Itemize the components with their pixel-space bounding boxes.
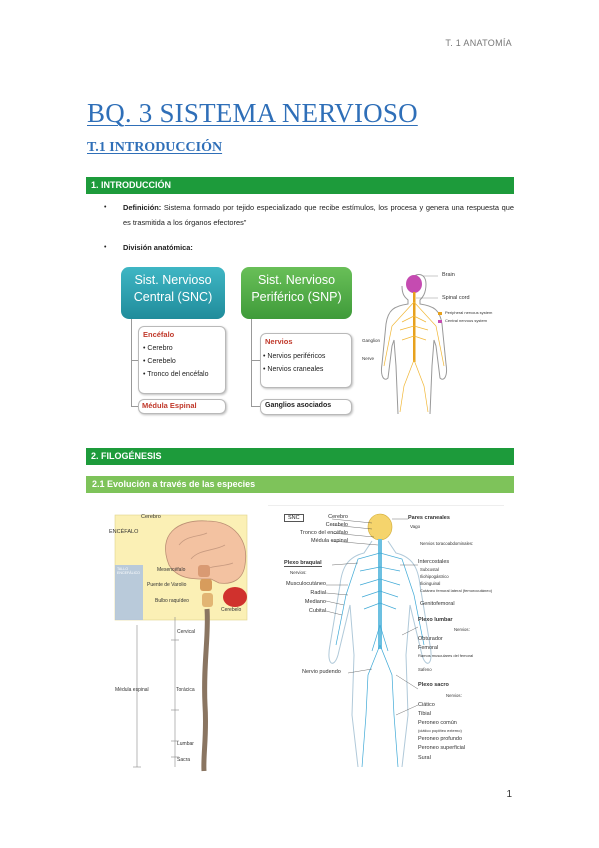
snc-label: SNC (284, 514, 304, 522)
nervios-item: • Nervios craneales (263, 366, 324, 373)
nerve-label: Genitofemoral (420, 601, 455, 607)
section-bar-introduccion: 1. INTRODUCCIÓN (86, 177, 514, 194)
nerve-label: Vago (410, 524, 421, 529)
brain-label: Bulbo raquídeo (155, 598, 189, 604)
brain-label: ENCÉFALO (109, 529, 139, 535)
bullet-icon: • (104, 204, 107, 211)
bullet-icon: • (104, 244, 107, 251)
section-label: 1. INTRODUCCIÓN (91, 180, 172, 190)
definition-term: Definición: (123, 203, 162, 212)
body-label: Brain (442, 272, 455, 278)
medula-label: Médula Espinal (142, 401, 197, 410)
nerve-label: Pares craneales (408, 515, 450, 521)
nerve-label: Radial (310, 590, 326, 596)
division-label: División anatómica: (123, 243, 193, 252)
nerve-label: Ramos musculares del femoral (418, 653, 474, 658)
encefalo-box: Encéfalo • Cerebro • Cerebelo • Tronco d… (138, 326, 226, 394)
connector-line (251, 319, 252, 407)
definition-text: Sistema formado por tejido especializado… (123, 203, 514, 227)
nerve-label: Nervio pudendo (302, 669, 341, 675)
encefalo-item: • Cerebelo (143, 358, 176, 365)
subsection-label: 2.1 Evolución a través de las especies (92, 479, 256, 489)
brain-spinal-figure: Cerebro ENCÉFALO TALLO ENCEFÁLICO Mesenc… (107, 505, 256, 773)
connector-line (131, 360, 138, 361)
definition-bullet: • Definición: Sistema formado por tejido… (104, 200, 514, 230)
brain-label: Mesencéfalo (157, 567, 186, 573)
nervios-title: Nervios (265, 337, 293, 346)
nerve-label: Nervios: (290, 570, 307, 575)
nerve-label: Tronco del encéfalo (299, 530, 348, 536)
division-bullet: • División anatómica: (104, 240, 193, 255)
course-header: T. 1 ANATOMÍA (445, 38, 512, 48)
spine-label: Sacra (177, 757, 191, 763)
page-subtitle: T.1 INTRODUCCIÓN (87, 140, 223, 155)
plexo-braquial-label: Plexo braquial (284, 560, 322, 567)
nerve-label: Nervios toracoabdominales: (420, 541, 474, 546)
ganglios-label: Ganglios asociados (265, 402, 332, 409)
nerve-label: Peroneo común (418, 720, 457, 726)
brain-label: TALLO ENCEFÁLICO (117, 567, 140, 575)
spine-label: Lumbar (177, 741, 194, 747)
spine-label: Cervical (177, 629, 196, 635)
nerve-label: Femoral (418, 645, 439, 651)
page-number: 1 (506, 789, 512, 800)
nerve-label: Nervios: (446, 693, 462, 698)
nervous-system-figure: Brain Spinal cord Peripheral nervous sys… (362, 266, 514, 415)
nerve-label: Nervios: (454, 627, 470, 632)
plexo-sacro-label: Plexo sacro (418, 682, 449, 688)
encefalo-item: • Tronco del encéfalo (143, 371, 209, 378)
brain-label: Cerebelo (221, 607, 242, 613)
nerve-label: Obturador (418, 636, 443, 642)
section-label: 2. FILOGÉNESIS (91, 451, 162, 461)
connector-line (251, 360, 260, 361)
brain-label: Puente de Varolio (147, 582, 187, 588)
nerve-label: Peroneo profundo (418, 736, 463, 742)
nerve-label: Médula espinal (311, 538, 348, 544)
nervios-box: Nervios • Nervios periféricos • Nervios … (260, 333, 352, 388)
connector-line (131, 406, 138, 407)
encefalo-item: • Cerebro (143, 345, 173, 352)
nerve-label: Cerebelo (325, 522, 348, 528)
medula-box: Médula Espinal (138, 399, 226, 414)
nerve-label: Ilioinguinal (420, 581, 441, 586)
nerve-label: Sural (418, 755, 431, 761)
encefalo-title: Encéfalo (143, 330, 175, 339)
connector-line (251, 406, 260, 407)
nerve-label: Mediano (304, 599, 326, 605)
nervios-item: • Nervios periféricos (263, 353, 326, 360)
nerve-label: Iliohipogástrico (420, 574, 449, 579)
nerve-label: Cutáneo femoral lateral (femorocutáneo) (420, 588, 493, 593)
subsection-bar: 2.1 Evolución a través de las especies (86, 476, 514, 493)
section-bar-filogenesis: 2. FILOGÉNESIS (86, 448, 514, 465)
ganglios-box: Ganglios asociados (260, 399, 352, 415)
nerve-label: Ciático (418, 702, 435, 708)
body-label: Spinal cord (442, 295, 470, 301)
brain-label: Cerebro (141, 514, 161, 520)
nerve-label: Tibial (418, 711, 431, 717)
body-label: Peripheral nervous system (445, 310, 493, 315)
nerve-label: Safeno (418, 667, 432, 672)
snc-node: Sist. Nervioso Central (SNC) (121, 267, 225, 319)
body-label: Ganglion (362, 338, 381, 343)
snp-node: Sist. Nervioso Periférico (SNP) (241, 267, 352, 319)
nerve-label: Intercostales (418, 559, 450, 565)
peripheral-nerves-figure: SNC Cerebro Cerebelo Tronco del encéfalo… (268, 504, 504, 773)
nerve-label: Peroneo superficial (418, 745, 466, 751)
nerve-label: Musculocutáneo (285, 581, 326, 587)
plexo-lumbar-label: Plexo lumbar (418, 617, 453, 623)
spine-label: Médula espinal (115, 687, 149, 693)
nerve-label: Cubital (308, 608, 326, 614)
spine-label: Torácica (176, 687, 195, 693)
nerve-label: Cerebro (328, 514, 348, 520)
nerve-label: Subcostal (420, 567, 439, 572)
nerve-label: (ciático poplíteo externo) (418, 728, 462, 733)
connector-line (131, 319, 132, 407)
body-label: Central nervous system (445, 318, 488, 323)
body-label: Nerve (362, 356, 375, 361)
page-title: BQ. 3 SISTEMA NERVIOSO (87, 98, 418, 128)
